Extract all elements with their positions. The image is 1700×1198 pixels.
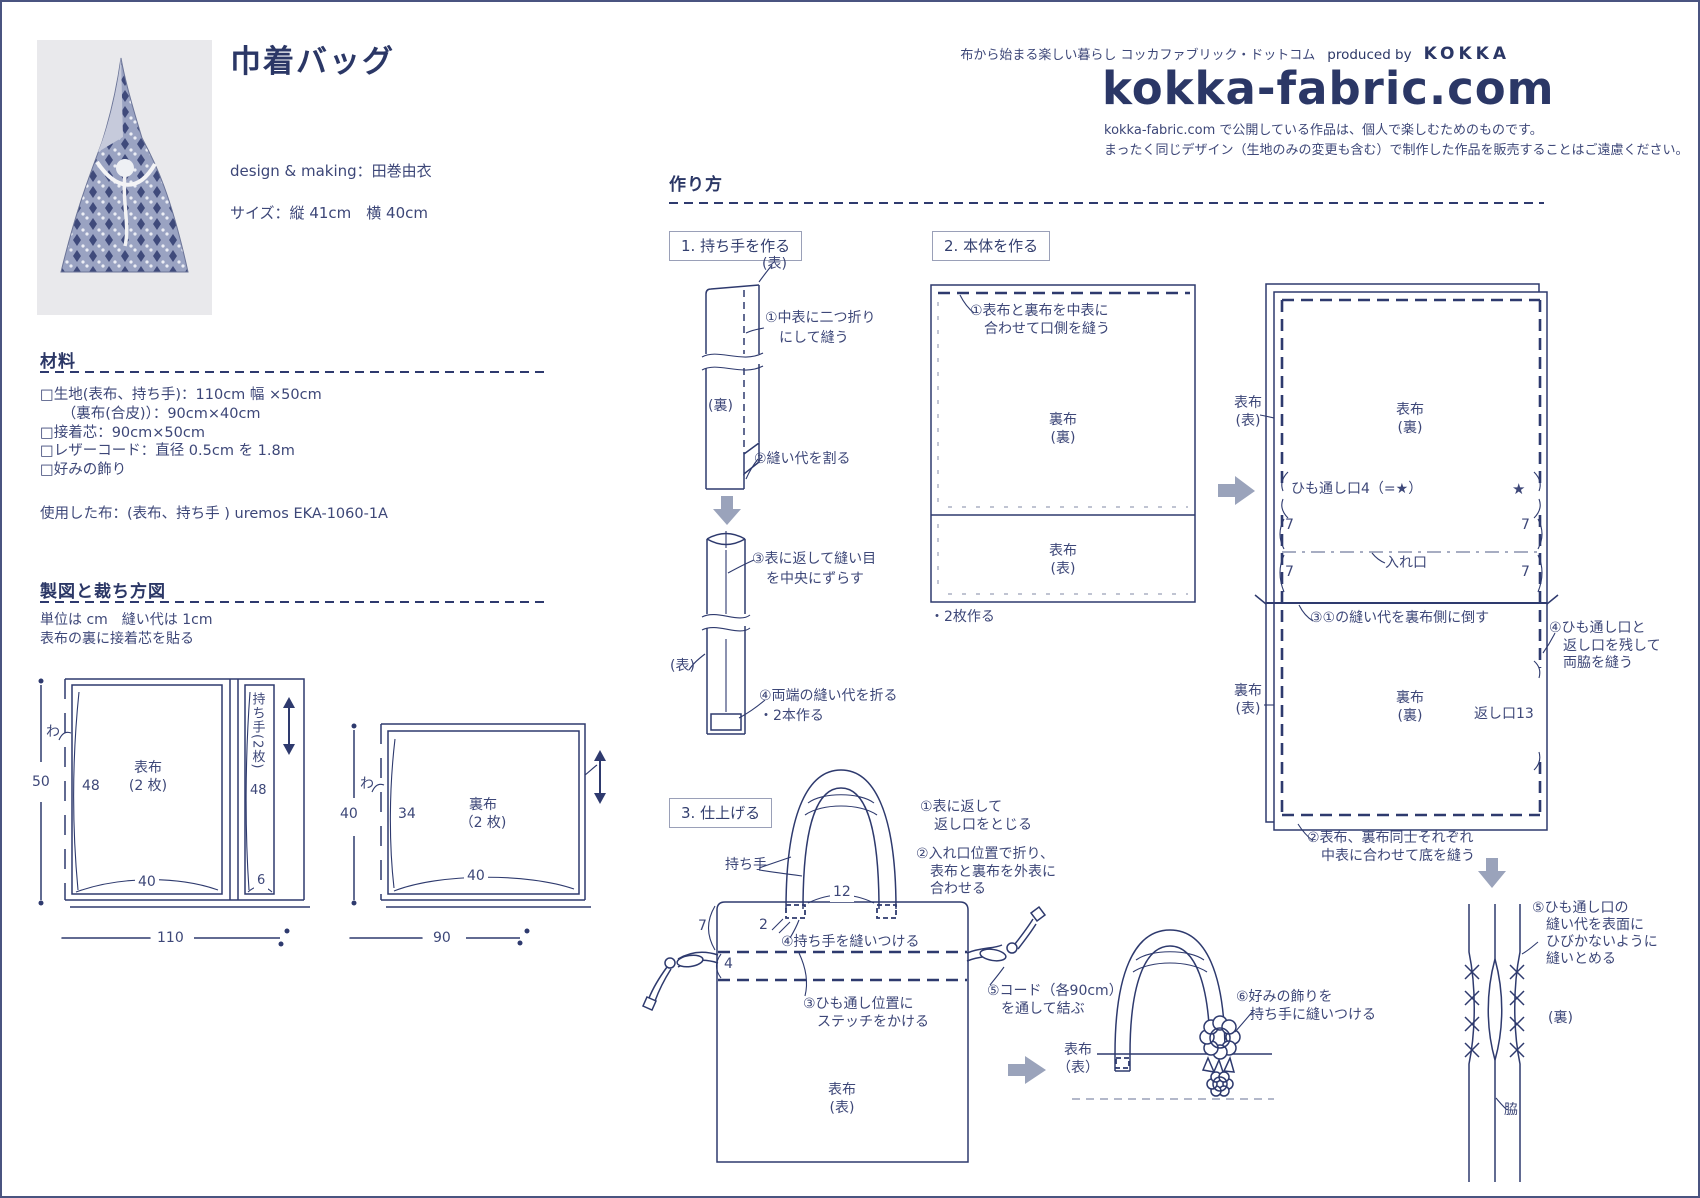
s1-note3: ③表に返して縫い目 を中央にずらす bbox=[752, 551, 877, 587]
s2-note4: ④ひも通し口と 返し口を残して 両脇を縫う bbox=[1549, 620, 1661, 671]
howto-heading: 作り方 bbox=[669, 175, 723, 195]
finished-size: サイズ：縦 41cm 横 40cm bbox=[230, 204, 428, 222]
page-title: 巾着バッグ bbox=[230, 44, 395, 80]
s1-note1: ①中表に二つ折り にして縫う bbox=[765, 310, 876, 346]
materials-divider bbox=[40, 371, 547, 374]
step2-diagram-b bbox=[1254, 283, 1559, 888]
s3-dim12: 12 bbox=[830, 884, 854, 902]
whip-stitches bbox=[1464, 964, 1525, 1058]
site-logo: kokka-fabric.com bbox=[1102, 62, 1555, 115]
d1-piece-label: 表布 (2 枚) bbox=[128, 760, 168, 794]
s3-note4: ④持ち手を縫いつける bbox=[781, 934, 920, 950]
s2-outer-right-label: 表布 (表) bbox=[1049, 543, 1077, 577]
s2-dim7-c: 7 bbox=[1521, 517, 1530, 533]
cutting-notes: 単位は cm 縫い代は 1cm 表布の裏に接着芯を貼る bbox=[40, 612, 213, 647]
step1-title-box: 1. 持ち手を作る bbox=[669, 231, 803, 261]
s2-note2: ②表布、裏布同士それぞれ 中表に合わせて底を縫う bbox=[1307, 830, 1475, 864]
s2-outer-right2-label: 表布 (表) bbox=[1234, 395, 1262, 429]
s2-opening-label: 入れ口 bbox=[1385, 555, 1427, 571]
step3-side-seam-diagram bbox=[1464, 904, 1539, 1182]
d1-fold-label: わ bbox=[46, 724, 60, 740]
s3-dim4: 4 bbox=[724, 956, 733, 972]
s2-make-two: ・2枚作る bbox=[930, 609, 995, 625]
s3-dim7: 7 bbox=[698, 918, 707, 934]
materials-heading: 材料 bbox=[40, 352, 76, 372]
bag-photo bbox=[37, 40, 212, 315]
s1-note2: ②縫い代を割る bbox=[754, 451, 851, 467]
s2-note3: ③①の縫い代を裏布側に倒す bbox=[1310, 610, 1490, 626]
cutting-diagram-lining bbox=[349, 723, 606, 946]
s3-note2: ②入れ口位置で折り、 表布と裏布を外表に 合わせる bbox=[916, 846, 1056, 897]
s3-outer-label: 表布 (表) bbox=[828, 1082, 856, 1116]
s3-note6: ⑥好みの飾りを 持ち手に縫いつける bbox=[1236, 989, 1376, 1023]
star-mark: ★ bbox=[1512, 480, 1526, 498]
s2-lining-wrong-label: 裏布 (裏) bbox=[1049, 412, 1077, 446]
s3-note5b: ⑤ひも通し口の 縫い代を表面に ひびかないように 縫いとめる bbox=[1532, 900, 1658, 967]
s2-cord-opening-label: ひも通し口4（=★） bbox=[1291, 481, 1423, 497]
s2-lining-wrong2-label: 裏布 (裏) bbox=[1396, 690, 1424, 724]
cutting-divider bbox=[40, 601, 547, 604]
s2-note1: ①表布と裏布を中表に 合わせて口側を縫う bbox=[970, 303, 1110, 337]
designer-credit: design & making：田巻由衣 bbox=[230, 162, 432, 180]
s3-note1: ①表に返して 返し口をとじる bbox=[920, 799, 1032, 833]
materials-list: □生地(表布、持ち手)：110cm 幅 ×50cm （裏布(合皮)）：90cm×… bbox=[40, 387, 322, 479]
step1-handle-diagrams bbox=[688, 264, 773, 735]
s3-note5: ⑤コード（各90cm） を通して結ぶ bbox=[987, 983, 1123, 1017]
usage-disclaimer: kokka-fabric.com で公開している作品は、個人で楽しむためのもので… bbox=[1104, 123, 1689, 158]
d1-handle-height-dim: 48 bbox=[250, 783, 267, 798]
fabric-used: 使用した布：(表布、持ち手 ) uremos EKA-1060-1A bbox=[40, 506, 388, 522]
s3-back-label: (裏) bbox=[1548, 1010, 1573, 1026]
step3-title-box: 3. 仕上げる bbox=[669, 798, 773, 828]
d1-inner-height-dim: 48 bbox=[82, 778, 100, 794]
produced-by-label: produced by bbox=[1327, 47, 1412, 63]
s3-outer2-label: 表布 （表） bbox=[1057, 1042, 1099, 1076]
cutting-diagram-outer-fabric bbox=[38, 678, 310, 947]
d1-height-dim: 50 bbox=[32, 774, 50, 790]
s2-dim7-a: 7 bbox=[1285, 517, 1294, 533]
brand-tagline: 布から始まる楽しい暮らし コッカファブリック・ドットコム bbox=[960, 48, 1316, 63]
s2-outer-wrong-label: 表布 (裏) bbox=[1396, 402, 1424, 436]
d1-width-dim: 40 bbox=[135, 874, 159, 892]
d2-fold-label: わ bbox=[360, 776, 374, 792]
step2-title-box: 2. 本体を作る bbox=[932, 231, 1051, 261]
s1-note4: ④両端の縫い代を折る ・2本作る bbox=[759, 688, 898, 724]
s1-front2-label: (表) bbox=[670, 658, 695, 674]
s3-side-label: 脇 bbox=[1504, 1102, 1518, 1118]
s2-dim7-b: 7 bbox=[1285, 564, 1294, 580]
d1-handle-width-dim: 6 bbox=[254, 872, 269, 890]
d2-inner-height-dim: 34 bbox=[398, 806, 416, 822]
d2-piece-label: 裏布 （2 枚) bbox=[459, 797, 507, 831]
s1-front-label: (表) bbox=[762, 256, 787, 272]
s3-note3: ③ひも通し位置に ステッチをかける bbox=[803, 996, 929, 1030]
s3-dim2: 2 bbox=[759, 917, 768, 933]
bag-photo-art bbox=[37, 40, 212, 315]
howto-divider bbox=[669, 202, 1544, 205]
d1-handle-label: 持ち手(2枚) bbox=[249, 692, 265, 770]
d2-total-width-dim: 90 bbox=[430, 930, 454, 948]
kokka-wordmark: KOKKA bbox=[1423, 44, 1510, 64]
s2-dim7-d: 7 bbox=[1521, 564, 1530, 580]
brand-tagline-row: 布から始まる楽しい暮らし コッカファブリック・ドットコム produced by… bbox=[960, 44, 1510, 64]
s1-back-label: (裏) bbox=[708, 398, 733, 414]
s2-lining-right-label: 裏布 (表) bbox=[1234, 683, 1262, 717]
cutting-heading: 製図と裁ち方図 bbox=[40, 582, 166, 602]
s2-turn-opening-label: 返し口13 bbox=[1474, 706, 1534, 722]
d1-total-width-dim: 110 bbox=[154, 930, 187, 948]
d2-width-dim: 40 bbox=[464, 868, 488, 886]
d2-height-dim: 40 bbox=[340, 806, 358, 822]
s3-handle-label: 持ち手 bbox=[725, 857, 767, 873]
